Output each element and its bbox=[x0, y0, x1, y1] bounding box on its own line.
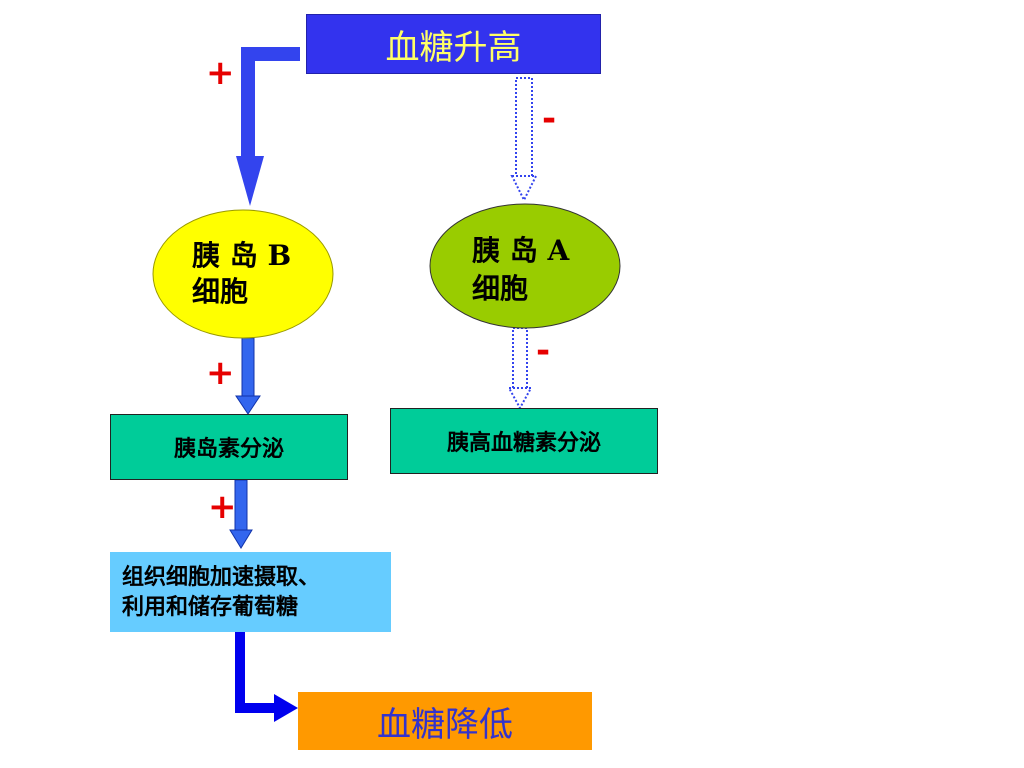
tissue-box: 组织细胞加速摄取、 利用和储存葡萄糖 bbox=[110, 552, 391, 632]
a-cell-label-line2: 细胞 bbox=[472, 272, 529, 305]
a-cell-label: 胰 岛 A 细胞 bbox=[472, 232, 569, 308]
tissue-label-line1: 组织细胞加速摄取、 bbox=[122, 564, 321, 590]
glucagon-label: 胰高血糖素分泌 bbox=[446, 430, 601, 456]
b-cell-label-line1: 胰 岛 B bbox=[192, 239, 292, 272]
glucose-low-box: 血糖降低 bbox=[298, 692, 592, 750]
inhibit-sign-glucagon: - bbox=[536, 331, 551, 371]
b-cell-label-line2: 细胞 bbox=[192, 275, 249, 308]
a-cell-label-line1: 胰 岛 A bbox=[472, 234, 570, 267]
arrow-b-cell-to-insulin bbox=[235, 337, 261, 415]
glucose-high-label: 血糖升高 bbox=[385, 27, 522, 68]
tissue-label: 组织细胞加速摄取、 利用和储存葡萄糖 bbox=[122, 562, 320, 622]
arrow-high-to-a-cell bbox=[510, 77, 538, 203]
glucose-low-label: 血糖降低 bbox=[377, 704, 513, 745]
insulin-box: 胰岛素分泌 bbox=[110, 414, 348, 480]
arrow-a-cell-to-glucagon bbox=[507, 327, 533, 411]
promote-sign-tissue: + bbox=[208, 487, 237, 527]
arrow-high-to-b-cell bbox=[236, 47, 300, 206]
arrow-insulin-to-tissue bbox=[229, 479, 253, 549]
promote-sign-b-cell: + bbox=[206, 53, 235, 93]
glucagon-box: 胰高血糖素分泌 bbox=[390, 408, 658, 474]
glucose-high-box: 血糖升高 bbox=[306, 14, 601, 74]
arrow-tissue-to-low bbox=[235, 632, 298, 722]
tissue-label-line2: 利用和储存葡萄糖 bbox=[122, 594, 299, 620]
a-cell-ellipse bbox=[429, 203, 621, 329]
promote-sign-insulin: + bbox=[206, 353, 235, 393]
insulin-label: 胰岛素分泌 bbox=[173, 436, 284, 462]
inhibit-sign-a-cell: - bbox=[542, 99, 557, 139]
b-cell-ellipse bbox=[152, 209, 334, 339]
b-cell-label: 胰 岛 B 细胞 bbox=[192, 238, 291, 310]
